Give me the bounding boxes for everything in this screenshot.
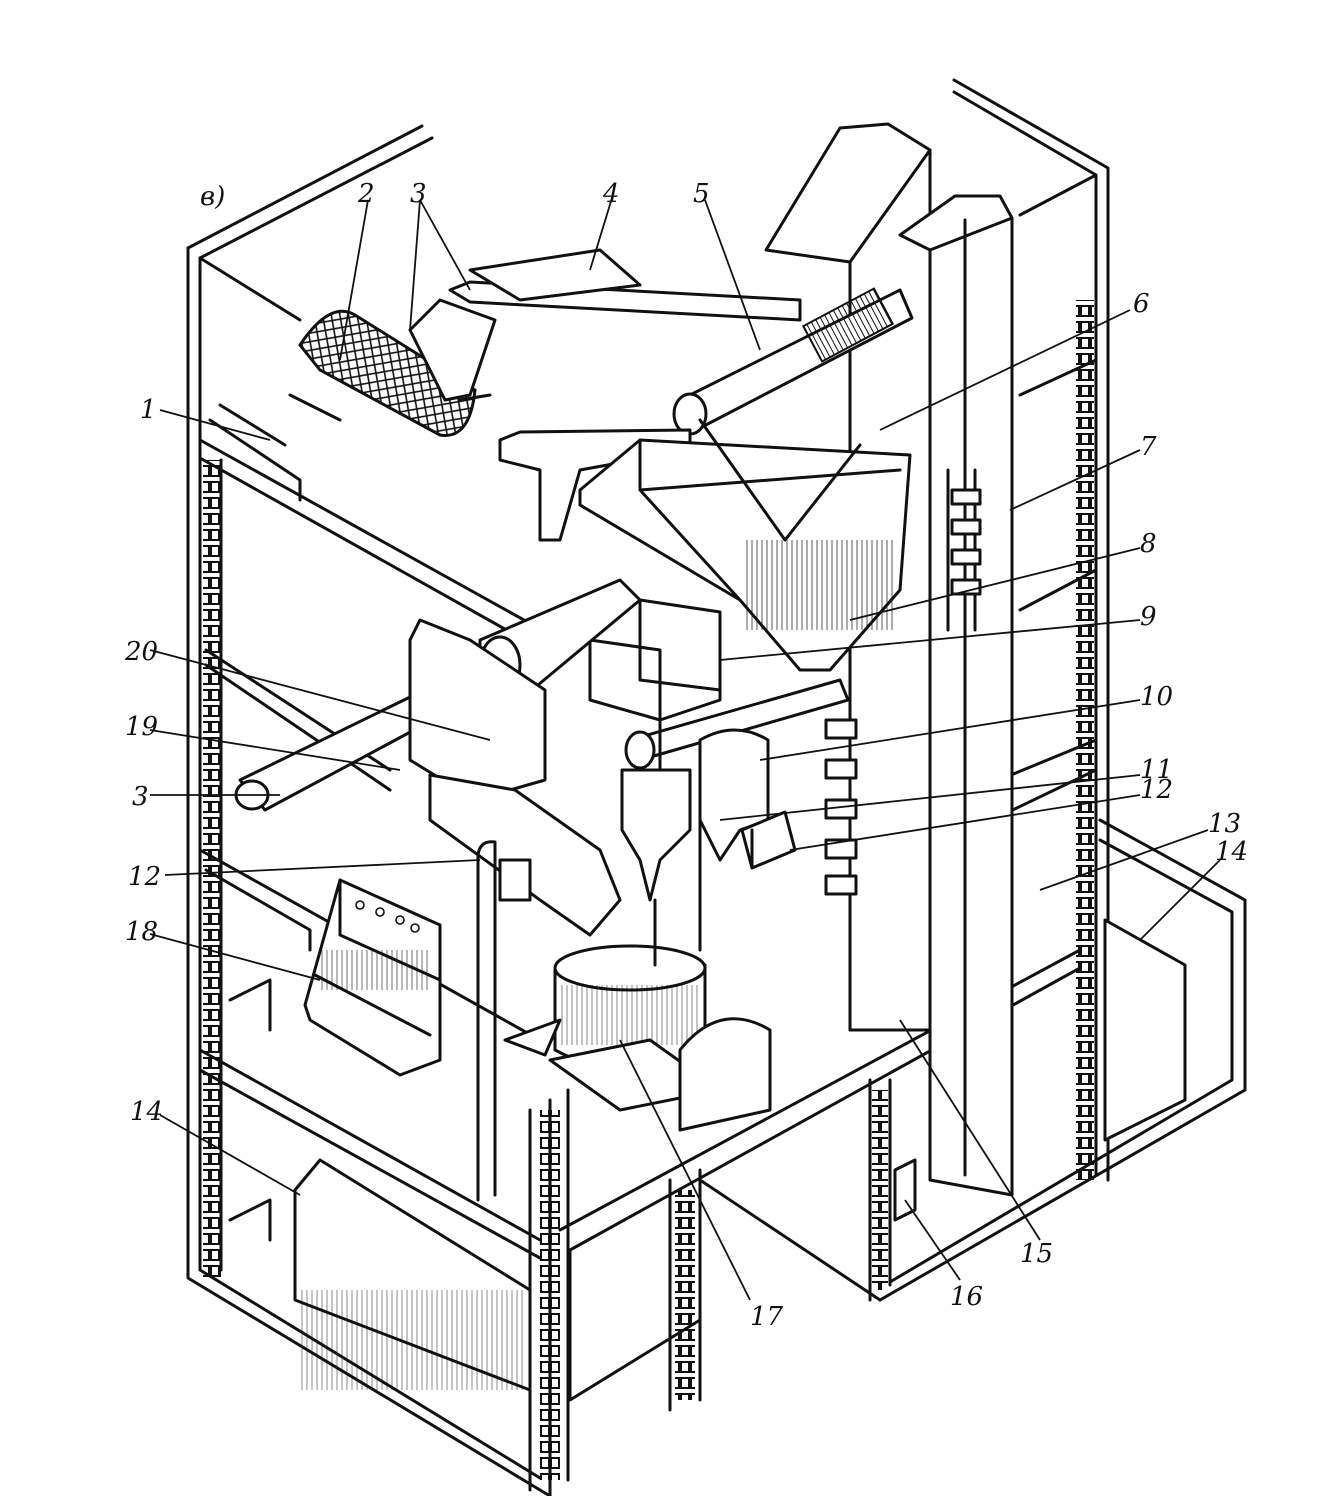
bucket-chain — [824, 468, 982, 896]
screw-feeder — [624, 678, 850, 770]
water-pipe — [476, 840, 532, 1202]
callout-12-right: 12 — [1140, 775, 1173, 805]
storage-bin — [578, 418, 912, 672]
callout-20: 20 — [124, 637, 158, 667]
belt-conveyor-lower — [234, 618, 622, 937]
panel-letter: в) — [200, 182, 225, 212]
callout-18: 18 — [125, 917, 158, 947]
callout-5: 5 — [693, 179, 710, 209]
mixer — [503, 818, 772, 1132]
callout-3-top: 3 — [410, 179, 427, 209]
callout-4: 4 — [602, 179, 620, 209]
callout-3-left: 3 — [132, 782, 149, 812]
callout-2: 2 — [357, 179, 375, 209]
callout-10: 10 — [1140, 682, 1173, 712]
leader-lines — [149, 197, 1221, 1301]
dosing-column — [588, 598, 722, 722]
elevator-shaft — [764, 122, 1014, 1197]
annex-frame — [558, 818, 1247, 1402]
callout-11: 11 — [1140, 755, 1173, 785]
cyclone — [620, 718, 770, 902]
callout-1: 1 — [140, 395, 157, 425]
pump-box — [740, 810, 797, 870]
callout-17: 17 — [750, 1302, 784, 1332]
feed-hopper — [408, 298, 497, 402]
callout-8: 8 — [1140, 529, 1157, 559]
top-conveyor — [448, 248, 802, 322]
callout-16: 16 — [950, 1282, 983, 1312]
callout-14-left: 14 — [130, 1097, 163, 1127]
callout-14-right: 14 — [1215, 837, 1248, 867]
callout-7: 7 — [1140, 432, 1157, 462]
front-legs — [528, 1088, 702, 1492]
callout-13: 13 — [1208, 809, 1241, 839]
callout-12-left: 12 — [128, 862, 161, 892]
control-panel — [303, 878, 442, 1077]
callout-15: 15 — [1020, 1239, 1053, 1269]
callout-19: 19 — [125, 712, 158, 742]
control-box — [893, 1158, 917, 1222]
storage-tank-left — [293, 1158, 532, 1392]
callout-6: 6 — [1133, 289, 1150, 319]
callout-9: 9 — [1140, 602, 1157, 632]
storage-tank-right — [1103, 918, 1187, 1142]
